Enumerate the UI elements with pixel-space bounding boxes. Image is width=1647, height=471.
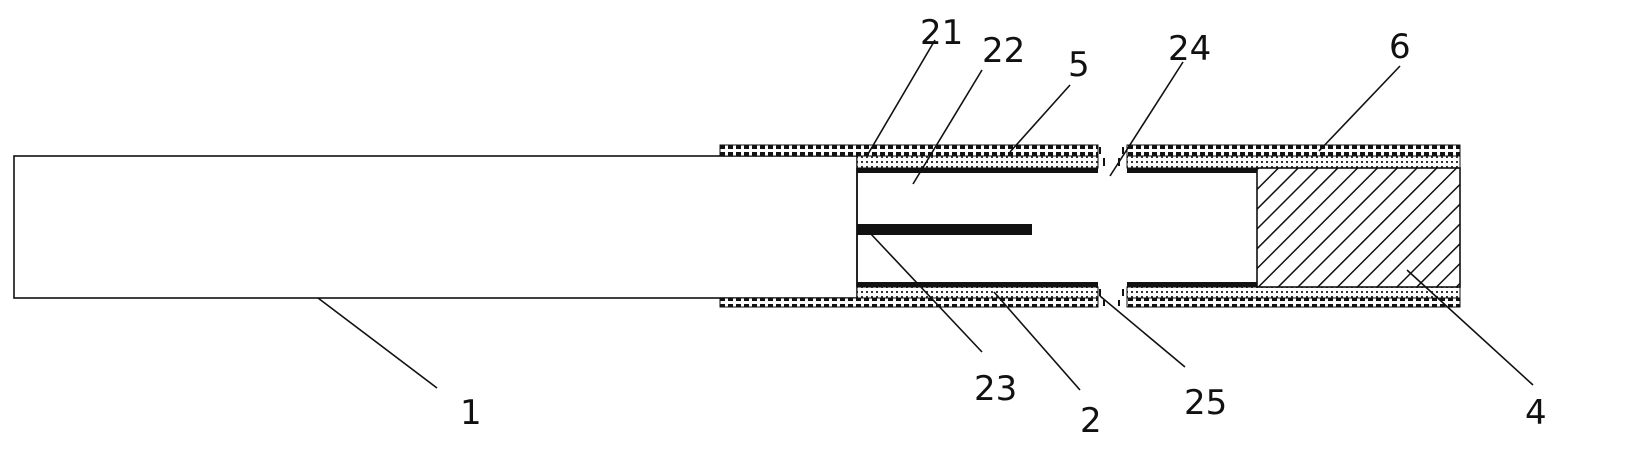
label-21: 21 [920, 13, 963, 53]
leader-23 [869, 232, 983, 353]
outer-layer-top-right [1126, 144, 1461, 157]
label-6: 6 [1389, 27, 1411, 67]
outer-layer-bottom [719, 297, 1099, 308]
leader-2 [993, 291, 1081, 391]
tube-wall-top [857, 168, 1098, 173]
label-1: 1 [460, 393, 482, 433]
leader-25 [1099, 295, 1186, 368]
outer-layer-top [719, 144, 1099, 157]
label-2: 2 [1080, 401, 1102, 441]
tube-wall-bottom [857, 282, 1098, 287]
inner-layer-top-right [1126, 155, 1461, 169]
opening-24-edges [1099, 147, 1124, 166]
inner-layer-bottom [856, 286, 1099, 299]
leader-1 [317, 297, 438, 389]
label-4: 4 [1525, 393, 1547, 433]
outer-layer-bottom-right [1126, 297, 1461, 308]
opening-25-edges [1099, 289, 1124, 306]
label-23: 23 [974, 369, 1017, 409]
leader-5 [1009, 84, 1071, 153]
tube-wall-bottom-right [1127, 282, 1257, 287]
leader-21 [867, 39, 936, 155]
part-23-element [857, 224, 1032, 235]
part-4-plug [1256, 167, 1461, 288]
tube-wall-top-right [1127, 168, 1257, 173]
leader-lines [317, 39, 1534, 391]
leader-24 [1109, 61, 1184, 177]
leader-22 [912, 69, 983, 185]
leader-6 [1318, 65, 1401, 152]
label-22: 22 [982, 31, 1025, 71]
inner-layer-top [856, 155, 1099, 169]
inner-layer-bottom-right [1126, 286, 1461, 299]
label-5: 5 [1068, 45, 1090, 85]
leader-4 [1406, 269, 1534, 386]
part-1-rod [13, 155, 858, 299]
label-24: 24 [1168, 29, 1211, 69]
label-25: 25 [1184, 383, 1227, 423]
